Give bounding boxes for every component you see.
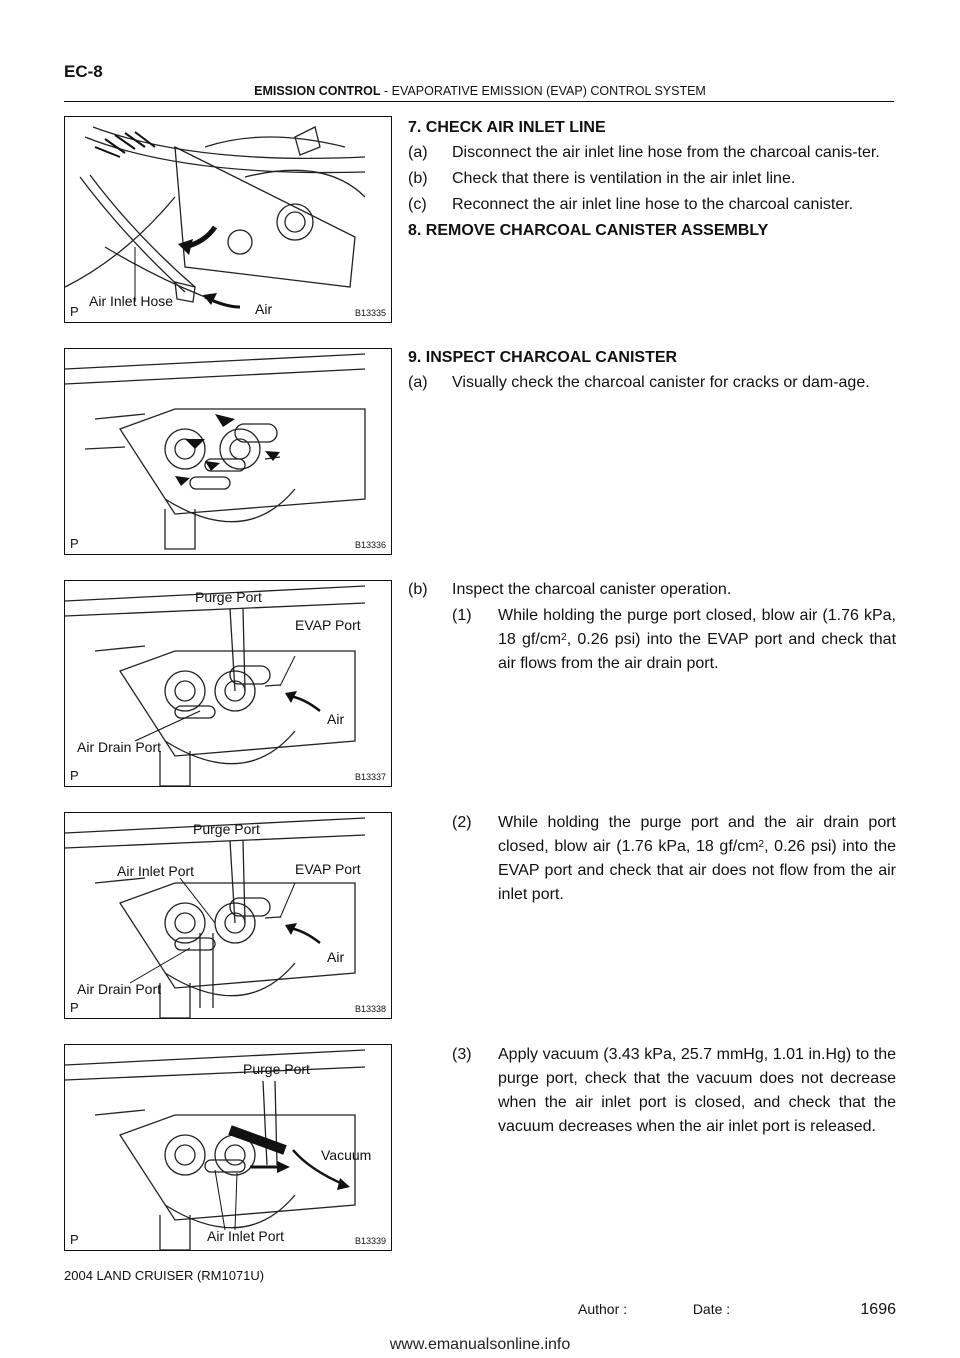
figure-canister-operation-2: Purge Port Air Inlet Port EVAP Port Air … — [64, 812, 392, 1019]
label-purge-port: Purge Port — [195, 589, 262, 605]
figure-code: B13335 — [354, 308, 386, 318]
footer-model: 2004 LAND CRUISER (RM1071U) — [64, 1268, 265, 1283]
figure-p-marker: P — [70, 1232, 79, 1247]
section-header: EMISSION CONTROL - EVAPORATIVE EMISSION … — [0, 84, 960, 98]
figure-p-marker: P — [70, 536, 79, 551]
label-evap-port: EVAP Port — [295, 861, 361, 877]
section-title: EMISSION CONTROL — [254, 84, 381, 98]
figure-canister-operation-1: Purge Port EVAP Port Air Air Drain Port … — [64, 580, 392, 787]
footer-author-date: Author : Date : — [578, 1301, 731, 1317]
step-9-block: 9. INSPECT CHARCOAL CANISTER (a) Visuall… — [408, 346, 896, 395]
label-air-drain-port: Air Drain Port — [77, 739, 162, 755]
figure-code: B13337 — [354, 772, 386, 782]
figure-p-marker: P — [70, 768, 79, 783]
header-rule — [64, 101, 894, 102]
figure-code: B13339 — [354, 1236, 386, 1246]
figure-p-marker: P — [70, 304, 79, 319]
step-9-heading: 9. INSPECT CHARCOAL CANISTER — [408, 349, 678, 366]
step-9b3-block: (3) Apply vacuum (3.43 kPa, 25.7 mmHg, 1… — [408, 1043, 896, 1139]
label-purge-port: Purge Port — [243, 1061, 310, 1077]
step-8-heading: 8. REMOVE CHARCOAL CANISTER ASSEMBLY — [408, 222, 769, 239]
canister-vacuum-illustration — [65, 1049, 366, 1250]
canister-operation-1-illustration — [65, 585, 366, 786]
label-air-inlet-port: Air Inlet Port — [117, 863, 195, 879]
figure-code: B13338 — [354, 1004, 386, 1014]
label-air-inlet-hose: Air Inlet Hose — [89, 293, 174, 309]
step-9b: (b) Inspect the charcoal canister operat… — [408, 581, 732, 598]
figure-air-inlet-hose: Air Inlet Hose Air P B13335 — [64, 116, 392, 323]
page-code: EC-8 — [64, 62, 103, 81]
step-7c: (c) Reconnect the air inlet line hose to… — [408, 196, 854, 213]
label-vacuum: Vacuum — [321, 1147, 372, 1163]
label-air: Air — [255, 301, 273, 317]
header-separator: - — [384, 84, 389, 98]
step-9b-block: (b) Inspect the charcoal canister operat… — [408, 578, 896, 676]
step-9b2-block: (2) While holding the purge port and the… — [408, 811, 896, 907]
figure-charcoal-canister: P B13336 — [64, 348, 392, 555]
label-purge-port: Purge Port — [193, 821, 260, 837]
label-air: Air — [327, 711, 345, 727]
step-7-heading: 7. CHECK AIR INLET LINE — [408, 119, 606, 136]
label-evap-port: EVAP Port — [295, 617, 361, 633]
step-9a: (a) Visually check the charcoal canister… — [408, 374, 870, 391]
charcoal-canister-illustration — [65, 353, 366, 550]
step-7b: (b) Check that there is ventilation in t… — [408, 170, 796, 187]
label-air-drain-port: Air Drain Port — [77, 981, 162, 997]
canister-operation-2-illustration — [65, 817, 366, 1018]
label-air-inlet-port: Air Inlet Port — [207, 1228, 285, 1244]
figure-p-marker: P — [70, 1000, 79, 1015]
footer-watermark: www.emanualsonline.info — [389, 1336, 571, 1353]
step-9b2: (2) While holding the purge port and the… — [452, 814, 896, 903]
subsection-title: EVAPORATIVE EMISSION (EVAP) CONTROL SYST… — [391, 84, 706, 98]
step-9b1: (1) While holding the purge port closed,… — [452, 607, 897, 672]
step-7a: (a) Disconnect the air inlet line hose f… — [408, 144, 880, 161]
air-inlet-hose-illustration — [65, 126, 366, 309]
step-9b3: (3) Apply vacuum (3.43 kPa, 25.7 mmHg, 1… — [452, 1046, 896, 1135]
figure-canister-vacuum: Purge Port Vacuum Air Inlet Port P B1333… — [64, 1044, 392, 1251]
label-air: Air — [327, 949, 345, 965]
figure-code: B13336 — [354, 540, 386, 550]
page-number: 1696 — [860, 1301, 896, 1318]
step-7-block: 7. CHECK AIR INLET LINE (a) Disconnect t… — [408, 116, 896, 243]
